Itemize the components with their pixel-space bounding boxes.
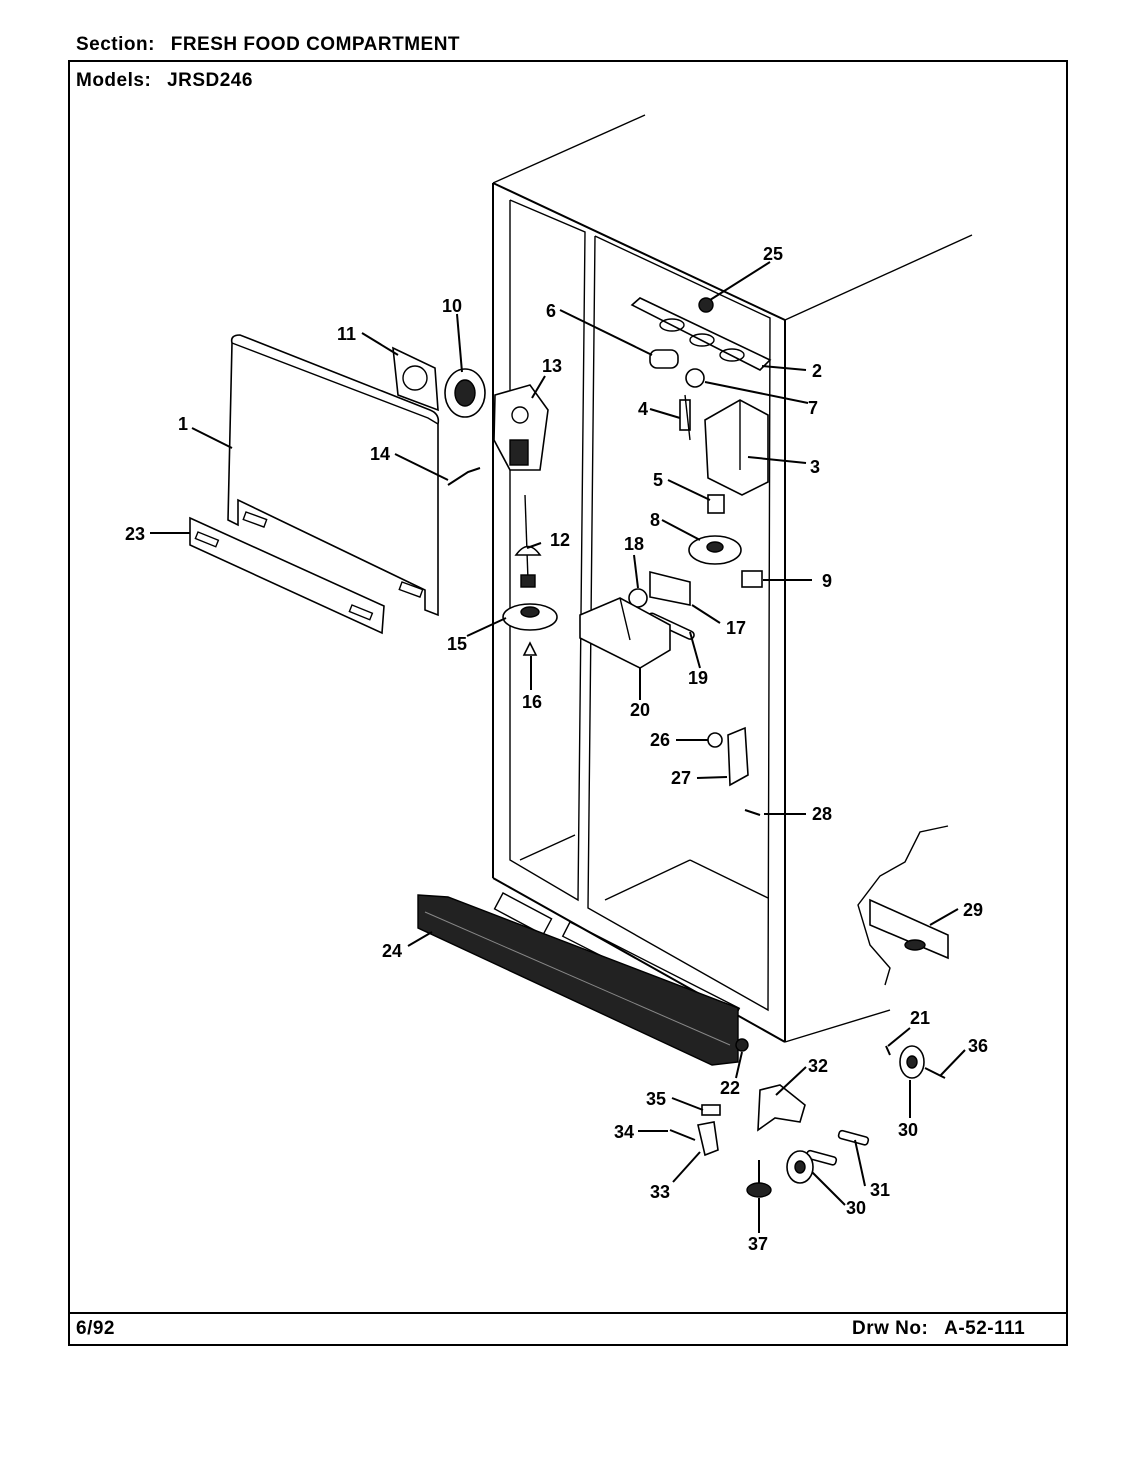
callout-12: 12 <box>550 530 570 550</box>
callout-14: 14 <box>370 444 390 464</box>
strip-23 <box>189 516 385 635</box>
screw-22 <box>735 1038 749 1052</box>
models-value: JRSD246 <box>167 70 253 91</box>
bracket-32 <box>757 1084 806 1132</box>
callout-30-b: 30 <box>846 1198 866 1218</box>
callout-15: 15 <box>447 634 467 654</box>
knob-8 <box>688 535 742 565</box>
callout-25: 25 <box>763 244 783 264</box>
roller-30-a <box>899 1045 925 1079</box>
part-12 <box>514 494 542 588</box>
part-26 <box>707 732 723 748</box>
callout-22: 22 <box>720 1078 740 1098</box>
part-21 <box>885 1045 891 1056</box>
diagram-frame <box>68 60 1068 1346</box>
callout-3: 3 <box>810 457 820 477</box>
part-25 <box>698 297 714 313</box>
roller-30-b <box>786 1150 814 1184</box>
models-label: Models: <box>76 70 152 91</box>
callout-28: 28 <box>812 804 832 824</box>
callout-17: 17 <box>726 618 746 638</box>
callout-33: 33 <box>650 1182 670 1202</box>
rail-29 <box>857 825 949 986</box>
bracket-27 <box>727 726 749 787</box>
grille-24 <box>417 894 739 1066</box>
part-4 <box>679 394 691 441</box>
part-14 <box>447 467 481 486</box>
callout-29: 29 <box>963 900 983 920</box>
callout-1: 1 <box>178 414 188 434</box>
drawing-label: Drw No: <box>852 1318 929 1339</box>
callout-18: 18 <box>624 534 644 554</box>
section-value: FRESH FOOD COMPARTMENT <box>170 34 461 55</box>
callout-19: 19 <box>688 668 708 688</box>
callout-31: 31 <box>870 1180 890 1200</box>
part-10 <box>444 368 486 418</box>
cover-20 <box>579 597 671 669</box>
panel-1 <box>227 334 440 617</box>
leveling-leg-37 <box>746 1160 772 1198</box>
section-label: Section: <box>76 34 155 55</box>
callout-2: 2 <box>812 361 822 381</box>
callout-13: 13 <box>542 356 562 376</box>
pin-36 <box>924 1067 946 1079</box>
callout-labels: 1 2 3 4 5 6 7 8 9 10 11 12 13 14 15 16 1… <box>125 244 988 1254</box>
callout-7: 7 <box>808 398 818 418</box>
callout-27: 27 <box>671 768 691 788</box>
part-15 <box>502 603 558 631</box>
callout-21: 21 <box>910 1008 930 1028</box>
bracket-33 <box>697 1121 719 1157</box>
leader-lines <box>150 261 966 1233</box>
callout-30-a: 30 <box>898 1120 918 1140</box>
part-16 <box>522 641 538 656</box>
cabinet-liner <box>492 114 973 1043</box>
part-35 <box>701 1104 721 1116</box>
callout-9: 9 <box>822 571 832 591</box>
callout-34: 34 <box>614 1122 634 1142</box>
part-13 <box>493 384 549 471</box>
callout-11: 11 <box>337 324 356 344</box>
callout-24: 24 <box>382 941 402 961</box>
pins-31 <box>805 1129 870 1166</box>
drawing-value: A-52-111 <box>944 1318 1026 1339</box>
callout-26: 26 <box>650 730 670 750</box>
bracket-2 <box>630 297 772 371</box>
screw-28 <box>744 809 761 816</box>
callout-35: 35 <box>646 1089 666 1109</box>
screw-34 <box>669 1129 696 1141</box>
callout-23: 23 <box>125 524 145 544</box>
callout-32: 32 <box>808 1056 828 1076</box>
bulb-7 <box>685 368 705 388</box>
callout-4: 4 <box>638 399 648 419</box>
part-6 <box>649 349 679 369</box>
footer-drawing-number: Drw No: A-52-111 <box>852 1318 1025 1340</box>
switch-5 <box>707 494 725 514</box>
callout-37: 37 <box>748 1234 768 1254</box>
part-9 <box>741 570 763 588</box>
footer-date: 6/92 <box>76 1318 115 1339</box>
models-heading: Models: JRSD246 <box>76 70 253 92</box>
callout-36: 36 <box>968 1036 988 1056</box>
callout-10: 10 <box>442 296 462 316</box>
callout-20: 20 <box>630 700 650 720</box>
callout-8: 8 <box>650 510 660 530</box>
callout-6: 6 <box>546 301 556 321</box>
part-17 <box>649 570 691 606</box>
callout-5: 5 <box>653 470 663 490</box>
part-11 <box>392 346 439 412</box>
cover-3 <box>704 399 769 496</box>
callout-16: 16 <box>522 692 542 712</box>
section-heading: Section: FRESH FOOD COMPARTMENT <box>76 34 460 56</box>
